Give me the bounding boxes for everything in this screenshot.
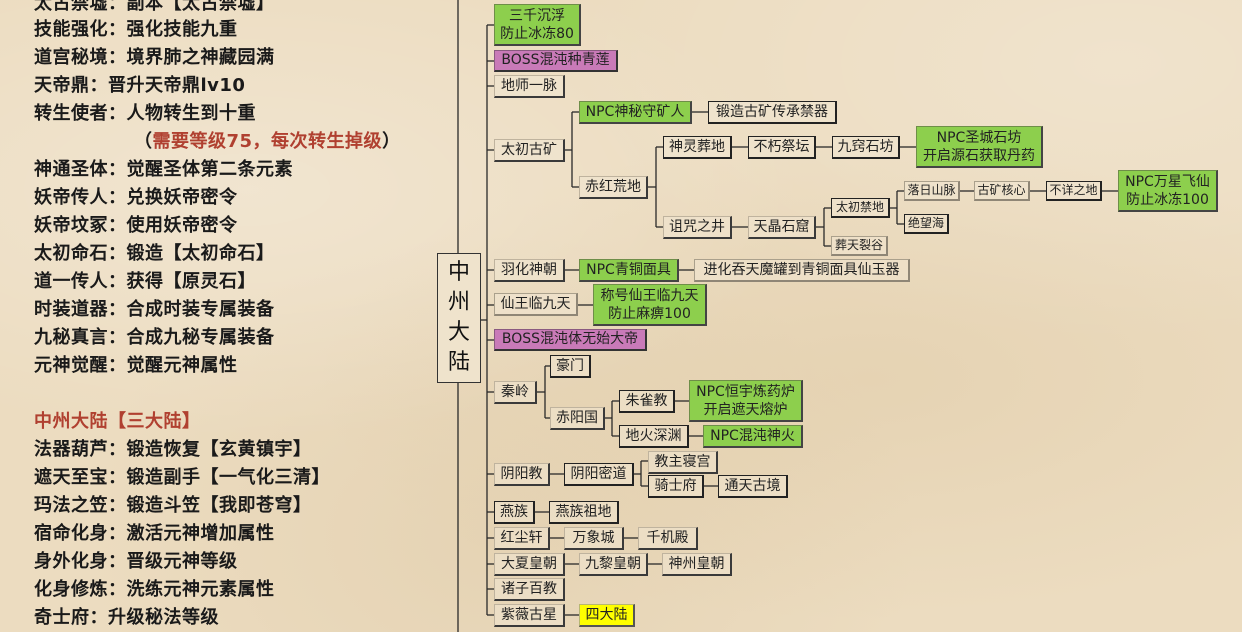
node-gukuang-hexin[interactable]: 古矿核心 [974, 181, 1030, 201]
node-ziwei[interactable]: 紫薇古星 [494, 604, 565, 627]
info-line: 身外化身：晋级元神等级 [34, 551, 238, 572]
info-line: 玛法之笠：锻造斗笠【我即苍穹】 [34, 495, 312, 516]
node-taichu-jindi[interactable]: 太初禁地 [831, 198, 890, 218]
center-char: 大 [447, 320, 470, 345]
info-line: 道一传人：获得【原灵石】 [34, 271, 256, 292]
info-line: 宿命化身：激活元神增加属性 [34, 523, 275, 544]
node-zuzhou[interactable]: 诅咒之井 [663, 216, 732, 239]
node-sidalu[interactable]: 四大陆 [579, 604, 635, 627]
info-line: 道宫秘境：境界肺之神藏园满 [34, 47, 275, 68]
node-juewang[interactable]: 绝望海 [904, 214, 949, 234]
info-line: 神通圣体：觉醒圣体第二条元素 [34, 159, 293, 180]
node-haomen[interactable]: 豪门 [550, 355, 591, 378]
info-line: 天帝鼎：晋升天帝鼎lv10 [34, 75, 246, 96]
info-note: （需要等级75，每次转生掉级） [134, 131, 401, 152]
node-yuhua[interactable]: 羽化神朝 [494, 259, 565, 282]
node-chihong[interactable]: 赤红荒地 [579, 176, 648, 199]
node-zangtian[interactable]: 葬天裂谷 [831, 236, 888, 256]
info-line: 时装道器：合成时装专属装备 [34, 299, 275, 320]
node-xianwang[interactable]: 仙王临九天 [494, 293, 578, 316]
node-npc-hengyu[interactable]: NPC恒宇炼药炉开启遮天熔炉 [689, 380, 803, 422]
node-yanzu-zudi[interactable]: 燕族祖地 [549, 501, 619, 524]
node-jiuqiao[interactable]: 九窍石坊 [832, 136, 900, 159]
node-buxiu[interactable]: 不朽祭坛 [748, 136, 816, 159]
info-line: 奇士府：升级秘法等级 [34, 607, 219, 628]
node-yinyang-jiao[interactable]: 阴阳教 [494, 463, 550, 486]
node-yinyang-midao[interactable]: 阴阳密道 [564, 463, 634, 486]
node-chiyang[interactable]: 赤阳国 [550, 407, 605, 430]
node-hongchen[interactable]: 红尘轩 [494, 527, 550, 550]
info-line: 化身修炼：洗练元神元素属性 [34, 579, 275, 600]
node-dihuo[interactable]: 地火深渊 [619, 425, 689, 448]
node-qianji[interactable]: 千机殿 [638, 527, 698, 550]
node-tongtian[interactable]: 通天古境 [718, 475, 788, 498]
node-boss-wushi[interactable]: BOSS混沌体无始大帝 [494, 329, 647, 351]
node-zhuzi[interactable]: 诸子百教 [494, 578, 565, 601]
node-boss-qinglian[interactable]: BOSS混沌种青莲 [494, 50, 618, 72]
center-char: 陆 [447, 350, 470, 375]
info-line: 妖帝传人：兑换妖帝密令 [34, 187, 238, 208]
node-buxiang[interactable]: 不详之地 [1046, 181, 1102, 201]
info-line: 元神觉醒：觉醒元神属性 [34, 355, 238, 376]
node-title-xianwang[interactable]: 称号仙王临九天防止麻痹100 [593, 284, 707, 326]
node-shenzhou[interactable]: 神州皇朝 [662, 553, 732, 576]
node-dishi[interactable]: 地师一脉 [494, 75, 565, 98]
node-yanzu[interactable]: 燕族 [494, 501, 535, 524]
info-line: 太初命石：锻造【太初命石】 [34, 243, 275, 264]
node-shenling[interactable]: 神灵葬地 [663, 136, 732, 159]
node-jiuli[interactable]: 九黎皇朝 [579, 553, 648, 576]
node-taichu-gukuang[interactable]: 太初古矿 [494, 139, 565, 162]
info-line: 妖帝坟冢：使用妖帝密令 [34, 215, 238, 236]
center-char: 中 [447, 260, 470, 285]
section-title: 中州大陆【三大陆】 [34, 411, 201, 432]
node-sanqian[interactable]: 三千沉浮防止冰冻80 [494, 4, 581, 46]
node-tianjing[interactable]: 天晶石窟 [748, 216, 816, 239]
node-zhuque[interactable]: 朱雀教 [619, 390, 675, 413]
node-npc-qingtong[interactable]: NPC青铜面具 [579, 259, 679, 282]
node-duanzao-gukuang[interactable]: 锻造古矿传承禁器 [708, 101, 837, 124]
node-wanxiang[interactable]: 万象城 [564, 527, 624, 550]
center-node-zhongzhou[interactable]: 中 州 大 陆 [437, 253, 481, 383]
node-daxia[interactable]: 大夏皇朝 [494, 553, 565, 576]
info-line: 法器葫芦：锻造恢复【玄黄镇宇】 [34, 439, 312, 460]
node-jinhua[interactable]: 进化吞天魔罐到青铜面具仙玉器 [694, 259, 910, 282]
info-line: 技能强化：强化技能九重 [34, 19, 238, 40]
node-npc-hundun[interactable]: NPC混沌神火 [703, 425, 803, 448]
node-luori[interactable]: 落日山脉 [904, 181, 960, 201]
node-qishi[interactable]: 骑士府 [648, 475, 704, 498]
node-npc-wanxing[interactable]: NPC万星飞仙防止冰冻100 [1118, 170, 1218, 212]
info-line: 太古禁墟：副本【太古禁墟】 [34, 0, 275, 14]
node-npc-shengcheng[interactable]: NPC圣城石坊开启源石获取丹药 [916, 126, 1043, 168]
info-line: 九秘真言：合成九秘专属装备 [34, 327, 275, 348]
node-qinling[interactable]: 秦岭 [494, 381, 537, 404]
node-jiaozhu[interactable]: 教主寝宫 [648, 451, 718, 474]
node-npc-shenmi[interactable]: NPC神秘守矿人 [579, 101, 692, 124]
info-line: 遮天至宝：锻造副手【一气化三清】 [34, 467, 330, 488]
info-line: 转生使者：人物转生到十重 [34, 103, 256, 124]
center-char: 州 [447, 290, 470, 315]
